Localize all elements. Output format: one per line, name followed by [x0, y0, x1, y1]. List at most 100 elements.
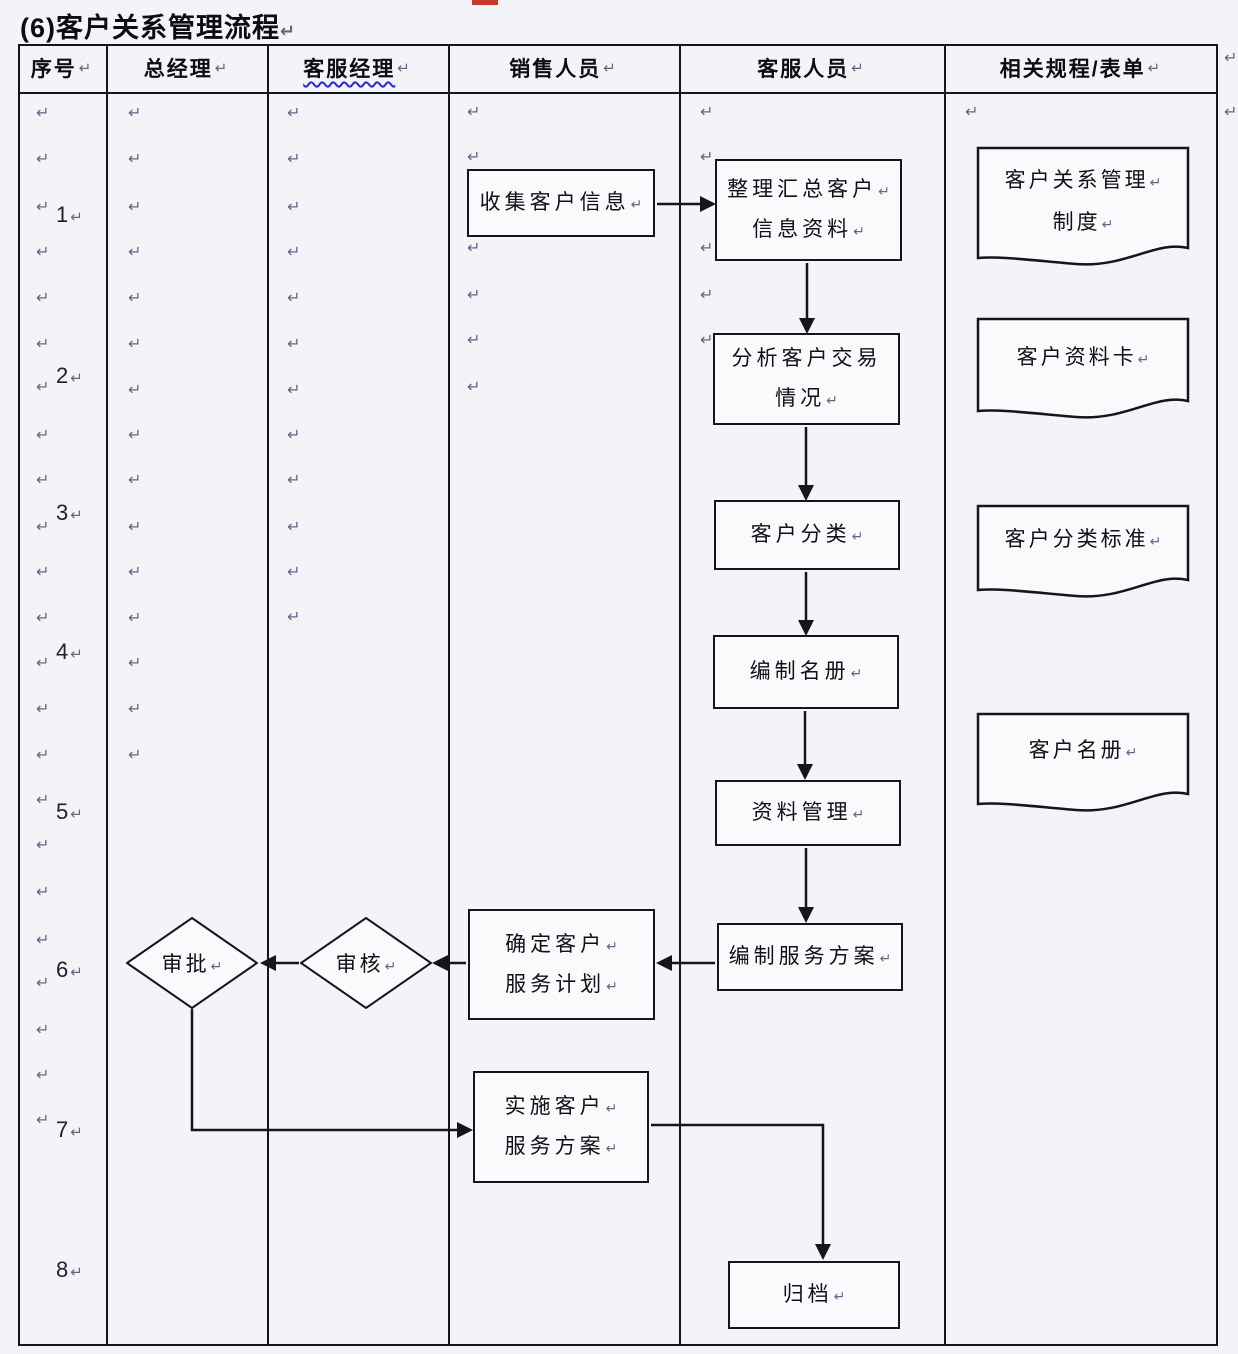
gm-col-paragraph-mark: ↵	[128, 336, 142, 353]
paragraph-mark: ↵	[70, 646, 85, 663]
paragraph-mark: ↵	[851, 528, 864, 544]
cs-col-paragraph-mark: ↵	[700, 149, 714, 166]
header-seq-label: 序号	[30, 58, 77, 81]
seq-col-paragraph-mark: ↵	[36, 427, 50, 444]
paragraph-mark: ↵	[210, 958, 223, 974]
csm-col-paragraph-mark: ↵	[287, 519, 301, 536]
paragraph-mark: ↵	[850, 665, 863, 681]
sequence-number-7: 7↵	[56, 1117, 85, 1142]
column-divider	[679, 44, 681, 1346]
csm-col-paragraph-mark: ↵	[287, 564, 301, 581]
header-sales-label: 销售人员	[509, 58, 602, 81]
csm-col-paragraph-mark: ↵	[287, 472, 301, 489]
seq-col-paragraph-mark: ↵	[36, 884, 50, 901]
step-implement-service-scheme: 实施客户↵ 服务方案↵	[473, 1071, 649, 1183]
seq-col-paragraph-mark: ↵	[36, 519, 50, 536]
paragraph-mark: ↵	[606, 937, 618, 954]
shape-text-line: 归档↵	[782, 1283, 846, 1306]
paragraph-mark: ↵	[280, 21, 297, 41]
header-divider	[18, 92, 1218, 94]
header-gm: 总经理↵	[106, 46, 267, 90]
decision-review-label: 审核↵	[300, 917, 432, 1009]
seq-col-paragraph-mark: ↵	[36, 655, 50, 672]
decision-review: 审核↵	[300, 917, 432, 1009]
forms-col-paragraph-mark: ↵	[965, 104, 979, 121]
shape-text-line: 信息资料↵	[752, 218, 865, 241]
sequence-number-2: 2↵	[56, 363, 85, 388]
gm-col-paragraph-mark: ↵	[128, 564, 142, 581]
paragraph-mark: ↵	[630, 196, 643, 212]
paragraph-mark: ↵	[1125, 744, 1138, 760]
doc-classification-standard-label: 客户分类标准↵	[976, 504, 1190, 561]
doc-classification-standard: 客户分类标准↵	[976, 504, 1190, 604]
shape-text-line: 客户分类↵	[750, 523, 864, 546]
gm-col-paragraph-mark: ↵	[128, 290, 142, 307]
seq-col-paragraph-mark: ↵	[36, 837, 50, 854]
paragraph-mark: ↵	[384, 958, 397, 974]
paragraph-mark: ↵	[605, 1140, 618, 1156]
paragraph-mark: ↵	[214, 59, 230, 77]
seq-col-paragraph-mark: ↵	[36, 747, 50, 764]
paragraph-mark: ↵	[70, 806, 85, 823]
seq-col-paragraph-mark: ↵	[36, 975, 50, 992]
header-csm-label: 客服经理	[303, 58, 396, 81]
step-data-management: 资料管理↵	[715, 780, 901, 846]
gm-col-paragraph-mark: ↵	[128, 472, 142, 489]
shape-text-line: 实施客户↵	[504, 1095, 618, 1118]
csm-col-paragraph-mark: ↵	[287, 151, 301, 168]
seq-col-paragraph-mark: ↵	[36, 379, 50, 396]
sales-col-paragraph-mark: ↵	[467, 379, 481, 396]
flow-table-border	[18, 44, 1218, 1346]
paragraph-mark: ↵	[70, 209, 85, 226]
paragraph-mark: ↵	[70, 964, 85, 981]
clipped-red-artifact	[472, 0, 498, 5]
header-seq: 序号↵	[18, 46, 106, 90]
paragraph-mark: ↵	[1149, 174, 1162, 190]
paragraph-mark: ↵	[853, 223, 865, 239]
shape-text-line: 服务方案↵	[504, 1135, 618, 1158]
gm-col-paragraph-mark: ↵	[128, 610, 142, 627]
sales-col-paragraph-mark: ↵	[467, 240, 481, 257]
csm-col-paragraph-mark: ↵	[287, 244, 301, 261]
paragraph-mark: ↵	[603, 59, 618, 77]
decision-approve: 审批↵	[126, 917, 258, 1009]
shape-text-line: 审核↵	[335, 953, 397, 976]
sales-col-paragraph-mark: ↵	[467, 332, 481, 349]
shape-text-line: 客户资料卡↵	[1016, 346, 1150, 369]
doc-customer-card-label: 客户资料卡↵	[976, 317, 1190, 379]
doc-customer-roster: 客户名册↵	[976, 712, 1190, 818]
paragraph-mark: ↵	[826, 392, 838, 408]
shape-text-line: 整理汇总客户↵	[727, 178, 890, 201]
seq-col-paragraph-mark: ↵	[36, 932, 50, 949]
step-archive: 归档↵	[728, 1261, 900, 1329]
column-divider	[267, 44, 269, 1346]
seq-col-paragraph-mark: ↵	[36, 244, 50, 261]
paragraph-mark: ↵	[70, 370, 85, 387]
seq-col-paragraph-mark: ↵	[36, 1022, 50, 1039]
page-title-text: (6)客户关系管理流程	[20, 13, 280, 43]
paragraph-mark: ↵	[1101, 216, 1114, 232]
gm-col-paragraph-mark: ↵	[128, 199, 142, 216]
seq-col-paragraph-mark: ↵	[36, 1067, 50, 1084]
step-analyze-transactions: 分析客户交易情况↵	[713, 333, 900, 425]
paragraph-mark: ↵	[878, 183, 890, 199]
paragraph-mark: ↵	[606, 977, 618, 994]
sequence-number-5: 5↵	[56, 799, 85, 824]
doc-customer-card: 客户资料卡↵	[976, 317, 1190, 425]
decision-approve-label: 审批↵	[126, 917, 258, 1009]
paragraph-mark: ↵	[833, 1288, 846, 1304]
cs-col-paragraph-mark: ↵	[700, 332, 714, 349]
cs-col-paragraph-mark: ↵	[700, 287, 714, 304]
gm-col-paragraph-mark: ↵	[128, 244, 142, 261]
csm-col-paragraph-mark: ↵	[287, 290, 301, 307]
shape-text-line: 情况↵	[775, 387, 838, 410]
seq-col-paragraph-mark: ↵	[36, 701, 50, 718]
seq-col-paragraph-mark: ↵	[36, 792, 50, 809]
paragraph-mark: ↵	[70, 507, 85, 524]
shape-text-line: 确定客户↵	[505, 932, 618, 956]
cs-col-paragraph-mark: ↵	[700, 240, 714, 257]
row-end-paragraph-mark: ↵	[1224, 104, 1238, 121]
header-cs: 客服人员↵	[679, 46, 944, 90]
sequence-number-8: 8↵	[56, 1257, 85, 1282]
